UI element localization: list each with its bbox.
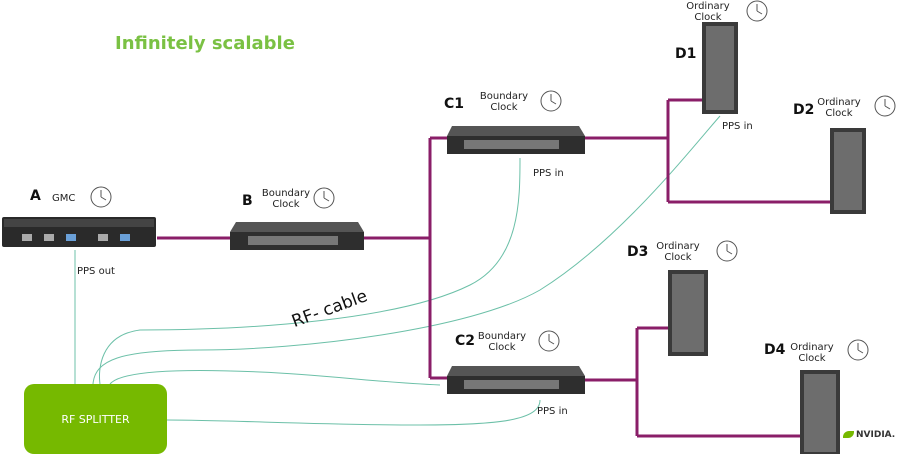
node-c1-role: Boundary Clock (479, 91, 529, 113)
node-c1-letter: C1 (444, 96, 465, 112)
node-d3-role: Ordinary Clock (656, 241, 700, 263)
node-d2-letter: D2 (793, 102, 815, 118)
pps-cable-splitter-top (109, 370, 441, 386)
node-d1-letter: D1 (675, 46, 697, 62)
nvidia-eye-icon (843, 431, 854, 438)
node-c2-pps: PPS in (537, 406, 568, 417)
node-a-role: GMC (52, 193, 76, 204)
server-d3 (668, 270, 708, 356)
switch-c2 (447, 366, 585, 394)
diagram-title: Infinitely scalable (115, 33, 295, 54)
server-d4 (800, 370, 840, 454)
node-d4-letter: D4 (764, 342, 786, 358)
gmc-device (2, 217, 156, 247)
node-b-letter: B (242, 193, 253, 209)
clock-icon-c1 (540, 90, 562, 112)
pps-cable-c2 (166, 399, 541, 426)
clock-icon-d1 (746, 0, 768, 22)
node-c2-role: Boundary Clock (477, 331, 527, 353)
clock-icon-d2 (874, 95, 896, 117)
node-d1-pps: PPS in (722, 121, 753, 132)
switch-b (230, 222, 364, 250)
nvidia-logo: NVIDIA. (843, 430, 895, 440)
node-d3-letter: D3 (627, 244, 649, 260)
node-b-role: Boundary Clock (261, 188, 311, 210)
node-c1-pps: PPS in (533, 168, 564, 179)
pps-cable-d1 (92, 115, 721, 385)
pps-cables (74, 115, 721, 426)
node-c2-letter: C2 (455, 333, 476, 349)
rf-splitter-label: RF SPLITTER (61, 412, 130, 426)
server-d1 (702, 22, 738, 114)
clock-icon-c2 (538, 330, 560, 352)
node-d1-role: Ordinary Clock (686, 1, 730, 23)
clock-icon-a (90, 186, 112, 208)
switch-c1 (447, 126, 585, 154)
clock-icons (90, 0, 896, 361)
network-links (157, 98, 830, 438)
nvidia-logo-text: NVIDIA. (856, 430, 896, 440)
server-d2 (830, 128, 866, 214)
node-d2-role: Ordinary Clock (817, 97, 861, 119)
rf-splitter-box: RF SPLITTER (24, 384, 167, 454)
clock-icon-d3 (716, 240, 738, 262)
node-a-letter: A (30, 188, 41, 204)
clock-icon-b (313, 187, 335, 209)
clock-icon-d4 (847, 339, 869, 361)
node-d4-role: Ordinary Clock (790, 342, 834, 364)
pps-cable-c1 (99, 157, 521, 385)
node-a-pps: PPS out (77, 266, 115, 277)
